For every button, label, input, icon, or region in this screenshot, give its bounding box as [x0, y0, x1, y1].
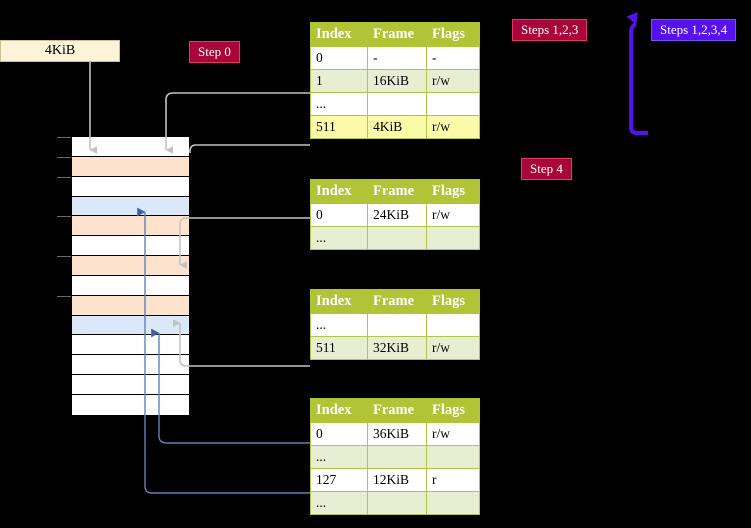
badge-step-0: Step 0	[189, 41, 240, 63]
memory-frame-row	[72, 335, 189, 356]
cell-frame	[367, 92, 427, 116]
cell-flags	[426, 226, 480, 250]
memory-frame-row	[72, 375, 189, 395]
memory-tick	[57, 216, 72, 217]
cell-flags: r/w	[426, 336, 480, 360]
frame-size-box: 4KiB	[0, 40, 120, 62]
cell-flags: r/w	[426, 203, 480, 227]
memory-tick	[57, 256, 72, 257]
cell-index: 511	[310, 115, 368, 139]
cell-flags: -	[426, 46, 480, 70]
memory-tick	[57, 157, 72, 158]
memory-frame-row	[72, 196, 189, 217]
memory-frame-row	[72, 275, 189, 296]
column-header-frame: Frame	[367, 289, 427, 314]
cell-frame	[367, 226, 427, 250]
frame-size-label: 4KiB	[44, 43, 76, 58]
cell-flags: r/w	[426, 422, 480, 446]
memory-frame-row	[72, 315, 189, 336]
page-table-row: 0--	[310, 46, 480, 70]
column-header-frame: Frame	[367, 22, 427, 47]
memory-frame-row	[72, 176, 189, 197]
column-header-index: Index	[310, 398, 368, 423]
cell-index: 0	[310, 46, 368, 70]
cell-frame: 4KiB	[367, 115, 427, 139]
cell-flags: r	[426, 468, 480, 492]
cell-frame: 32KiB	[367, 336, 427, 360]
wire-violet-bracket	[626, 12, 648, 135]
badge-steps-123-label: Steps 1,2,3	[521, 22, 579, 37]
cell-flags	[426, 445, 480, 469]
column-header-flags: Flags	[426, 179, 480, 204]
memory-tick	[57, 137, 72, 138]
badge-step-4-label: Step 4	[530, 161, 563, 176]
cell-index: ...	[310, 445, 368, 469]
cell-flags: r/w	[426, 115, 480, 139]
page-table-row: ...	[310, 313, 480, 337]
wire-pml4-row511-to-memory	[189, 144, 310, 153]
cell-index: ...	[310, 226, 368, 250]
column-header-index: Index	[310, 289, 368, 314]
cell-index: 0	[310, 422, 368, 446]
memory-frame-row	[72, 156, 189, 177]
memory-tick	[57, 296, 72, 297]
column-header-index: Index	[310, 179, 368, 204]
memory-frame-row	[72, 355, 189, 376]
cell-index: 1	[310, 69, 368, 93]
badge-steps-1234-label: Steps 1,2,3,4	[660, 22, 728, 37]
memory-tick	[57, 177, 72, 178]
wire-pdpt-row0-to-memory	[179, 217, 310, 269]
cell-flags	[426, 313, 480, 337]
cell-index: 0	[310, 203, 368, 227]
cell-index: 511	[310, 336, 368, 360]
badge-steps-1234: Steps 1,2,3,4	[651, 19, 737, 41]
column-header-frame: Frame	[367, 398, 427, 423]
memory-frame-row	[72, 295, 189, 316]
cell-frame: 16KiB	[367, 69, 427, 93]
cell-flags	[426, 491, 480, 515]
page-table-row: ...	[310, 226, 480, 250]
column-header-index: Index	[310, 22, 368, 47]
page-table-row: ...	[310, 491, 480, 515]
cell-flags	[426, 92, 480, 116]
cell-frame: 36KiB	[367, 422, 427, 446]
page-table-row: ...	[310, 92, 480, 116]
wire-pd-row511-to-memory	[173, 319, 310, 367]
badge-step-4: Step 4	[521, 158, 572, 180]
cell-frame: -	[367, 46, 427, 70]
badge-step-0-label: Step 0	[198, 44, 231, 59]
column-header-flags: Flags	[426, 289, 480, 314]
memory-frame-row	[72, 137, 189, 157]
column-header-flags: Flags	[426, 22, 480, 47]
memory-frame-row	[72, 236, 189, 257]
cell-flags: r/w	[426, 69, 480, 93]
cell-frame: 12KiB	[367, 468, 427, 492]
page-table-row: ...	[310, 445, 480, 469]
cell-frame: 24KiB	[367, 203, 427, 227]
memory-frame-row	[72, 256, 189, 276]
cell-index: ...	[310, 92, 368, 116]
cell-index: 127	[310, 468, 368, 492]
memory-frame-row	[72, 394, 189, 415]
memory-frame-row	[72, 216, 189, 237]
physical-memory-column	[71, 136, 190, 415]
badge-steps-123: Steps 1,2,3	[512, 19, 588, 41]
cell-frame	[367, 445, 427, 469]
cell-index: ...	[310, 491, 368, 515]
column-header-frame: Frame	[367, 179, 427, 204]
cell-frame	[367, 491, 427, 515]
cell-index: ...	[310, 313, 368, 337]
cell-frame	[367, 313, 427, 337]
column-header-flags: Flags	[426, 398, 480, 423]
